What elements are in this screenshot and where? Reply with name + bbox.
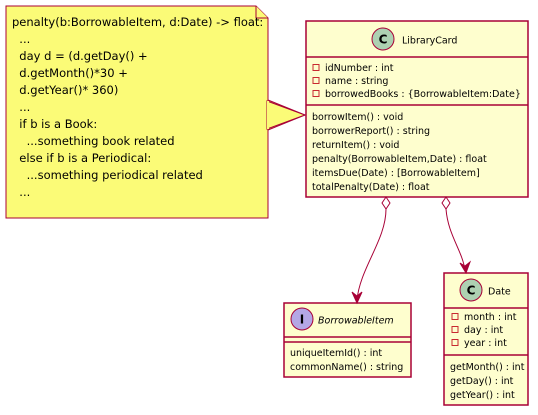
aggregation-diamond bbox=[441, 196, 451, 210]
class-library-card[interactable]: C LibraryCard idNumber : int name : stri… bbox=[305, 20, 529, 198]
interface-name: BorrowableItem bbox=[318, 316, 394, 327]
class-date[interactable]: C Date month : int day : int year : int … bbox=[443, 272, 529, 406]
attribute: month : int bbox=[464, 312, 517, 323]
note-line: ...something periodical related bbox=[12, 168, 203, 182]
private-attribute-icon bbox=[312, 64, 320, 71]
method: itemsDue(Date) : [BorrowableItem] bbox=[312, 168, 480, 179]
class-badge-icon bbox=[371, 27, 395, 51]
association-line bbox=[445, 208, 466, 271]
note-pointer bbox=[266, 100, 307, 130]
method: getYear() : int bbox=[450, 390, 515, 401]
method: commonName() : string bbox=[290, 362, 403, 373]
note: penalty(b:BorrowableItem, d:Date) -> flo… bbox=[5, 5, 307, 219]
method: totalPenalty(Date) : float bbox=[312, 182, 430, 193]
class-badge-letter: C bbox=[379, 33, 388, 47]
method: uniqueItemId() : int bbox=[290, 348, 382, 359]
association-librarycard-date bbox=[441, 196, 472, 275]
attribute: day : int bbox=[464, 325, 503, 336]
class-badge-icon bbox=[459, 278, 483, 302]
private-attribute-icon bbox=[312, 90, 320, 97]
method: borrowItem() : void bbox=[312, 112, 403, 123]
note-line: day d = (d.getDay() + bbox=[12, 49, 148, 63]
class-name: LibraryCard bbox=[402, 36, 457, 47]
note-line: d.getYear()* 360) bbox=[12, 83, 118, 97]
attribute: name : string bbox=[325, 76, 388, 87]
attribute: idNumber : int bbox=[325, 63, 394, 74]
interface-badge-letter: I bbox=[300, 313, 304, 327]
class-name: Date bbox=[488, 287, 511, 298]
class-box bbox=[305, 20, 529, 198]
note-line: ... bbox=[12, 100, 30, 114]
class-badge-letter: C bbox=[467, 284, 476, 298]
private-attribute-icon bbox=[451, 339, 459, 346]
note-line: ...something book related bbox=[12, 134, 175, 148]
private-attribute-icon bbox=[312, 77, 320, 84]
private-attribute-icon bbox=[451, 326, 459, 333]
aggregation-diamond bbox=[381, 196, 391, 210]
note-line: else if b is a Periodical: bbox=[12, 151, 151, 165]
method: getDay() : int bbox=[450, 376, 514, 387]
note-shape bbox=[5, 5, 307, 219]
interface-badge-icon bbox=[290, 307, 314, 331]
note-line: ... bbox=[12, 32, 30, 46]
note-line: ... bbox=[12, 185, 30, 199]
note-line: penalty(b:BorrowableItem, d:Date) -> flo… bbox=[12, 15, 263, 29]
arrow-head bbox=[351, 291, 363, 305]
method: returnItem() : void bbox=[312, 140, 399, 151]
attribute: borrowedBooks : {BorrowableItem:Date} bbox=[325, 89, 521, 100]
note-line: if b is a Book: bbox=[12, 117, 97, 131]
method: getMonth() : int bbox=[450, 362, 525, 373]
association-librarycard-borrowableitem bbox=[351, 196, 391, 305]
private-attribute-icon bbox=[451, 313, 459, 320]
arrow-head bbox=[459, 260, 472, 275]
method: penalty(BorrowableItem,Date) : float bbox=[312, 154, 487, 165]
note-fold-corner bbox=[255, 6, 268, 19]
method: borrowerReport() : string bbox=[312, 126, 430, 137]
note-line: d.getMonth()*30 + bbox=[12, 66, 128, 80]
attribute: year : int bbox=[464, 338, 507, 349]
association-line bbox=[356, 208, 387, 301]
interface-borrowable-item[interactable]: I BorrowableItem uniqueItemId() : int co… bbox=[283, 302, 412, 378]
